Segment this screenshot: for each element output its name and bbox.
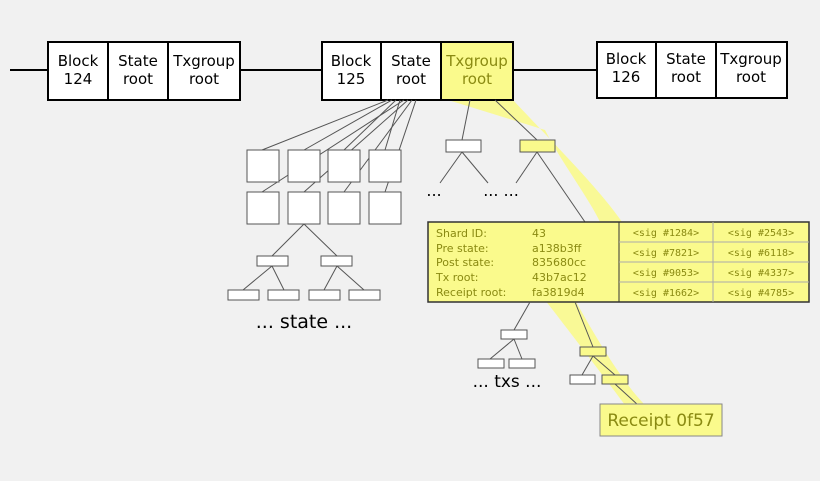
shard-key-1: Pre state:: [436, 242, 489, 255]
sig-3-0: <sig #1662>: [633, 288, 699, 299]
receipt-node-left: [569, 374, 596, 385]
shard-value-0: 43: [532, 227, 546, 240]
shard-value-1: a138b3ff: [532, 242, 582, 255]
block-124-state-root: root: [123, 70, 153, 88]
block-125-state-root: root: [396, 70, 426, 88]
receipt-box: [599, 403, 723, 437]
receipt-tree: [574, 301, 639, 406]
block-126-state-label: State: [666, 50, 706, 68]
highlight-band: [448, 100, 622, 222]
block-126-txgroup-label: Txgroup: [719, 50, 782, 68]
shard-key-0: Shard ID:: [436, 227, 487, 240]
txgroup-dots-left: ...: [426, 181, 441, 200]
block-125-header: Block 125 State root Txgroup root: [321, 41, 514, 101]
block-126-state-root: root: [671, 68, 701, 86]
sig-2-1: <sig #4337>: [728, 268, 794, 279]
block-126-header: Block 126 State root Txgroup root: [596, 41, 788, 99]
block-125-number: 125: [337, 70, 366, 88]
block-125-txgroup-root: root: [462, 70, 492, 88]
block-124-label: Block: [58, 52, 99, 70]
sig-0-1: <sig #2543>: [728, 228, 794, 239]
sig-3-1: <sig #4785>: [728, 288, 794, 299]
block-126-number: 126: [612, 68, 641, 86]
block-124-txgroup-label: Txgroup: [172, 52, 235, 70]
txgroup-highlight-node: [519, 139, 556, 153]
shard-key-4: Receipt root:: [436, 286, 506, 299]
block-124-txgroup-root: root: [189, 70, 219, 88]
receipt-node-right: [601, 374, 629, 385]
block-125-txgroup-highlight: [440, 41, 514, 101]
sig-2-0: <sig #9053>: [633, 268, 699, 279]
sig-1-1: <sig #6118>: [728, 248, 794, 259]
txgroup-dots-right: ... ...: [483, 181, 519, 200]
txgroup-tree: [439, 99, 538, 184]
receipt-label: Receipt 0f57: [607, 411, 714, 431]
sig-1-0: <sig #7821>: [633, 248, 699, 259]
tx-tree: [477, 301, 536, 369]
shard-key-3: Tx root:: [435, 271, 479, 284]
block-124-header: Block 124 State root Txgroup root: [47, 41, 241, 101]
block-126-label: Block: [606, 50, 647, 68]
shard-key-2: Post state:: [436, 256, 494, 269]
block-124-number: 124: [64, 70, 93, 88]
block-124-state-label: State: [118, 52, 158, 70]
receipt-node-upper: [579, 346, 607, 357]
shard-header-box: Shard ID: 43 Pre state: a138b3ff Post st…: [427, 221, 810, 303]
shard-value-2: 835680cc: [532, 256, 586, 269]
block-125-state-label: State: [391, 52, 431, 70]
state-label: ... state ...: [256, 311, 352, 333]
block-126-txgroup-root: root: [736, 68, 766, 86]
block-125-label: Block: [331, 52, 372, 70]
state-subtree: [227, 223, 381, 301]
block-125-txgroup-label: Txgroup: [445, 52, 508, 70]
txgroup-highlight-edges: [515, 151, 586, 223]
txs-label: ... txs ...: [473, 372, 542, 392]
state-root-fanout: [261, 99, 417, 193]
sig-0-0: <sig #1284>: [633, 228, 699, 239]
shard-value-4: fa3819d4: [532, 286, 585, 299]
shard-value-3: 43b7ac12: [532, 271, 587, 284]
